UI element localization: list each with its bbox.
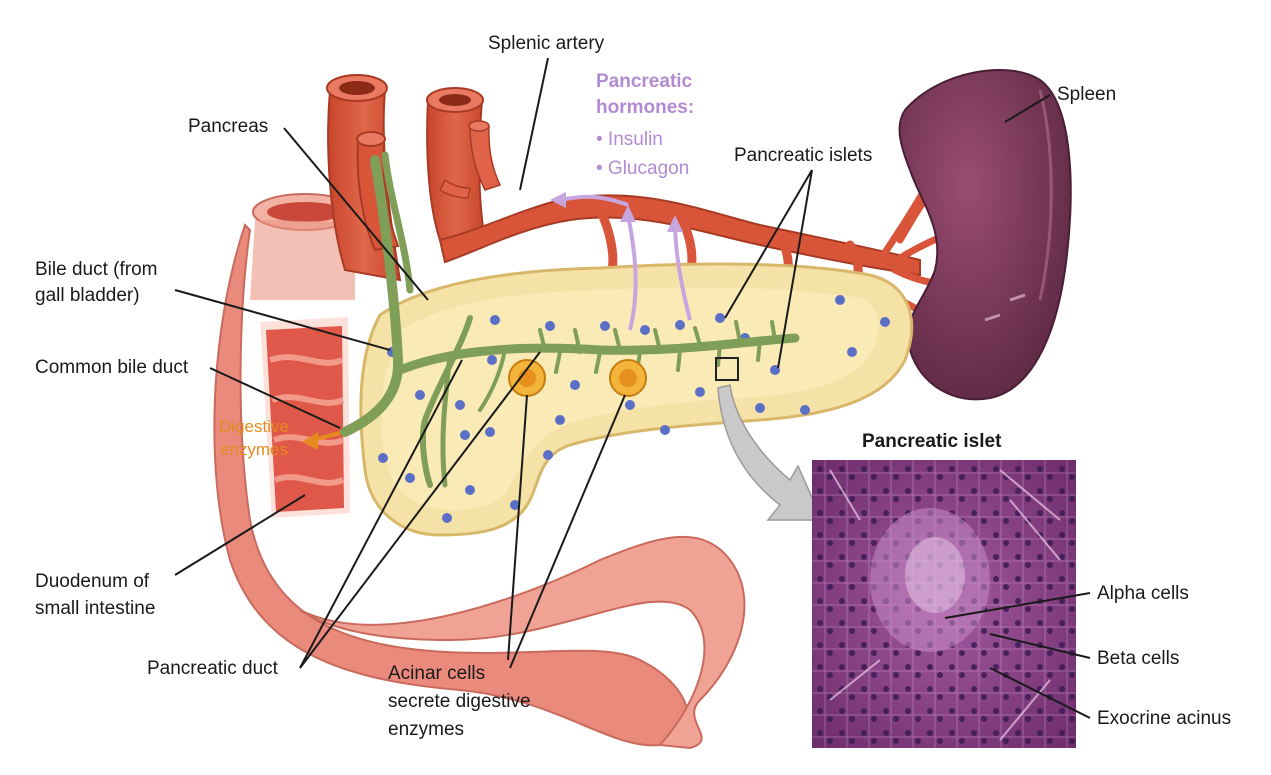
histology-inset (812, 460, 1076, 748)
islet-highlight-box (715, 357, 739, 381)
label-bile-duct-line1: Bile duct (from (35, 259, 158, 280)
label-beta-cells: Beta cells (1097, 648, 1180, 669)
hormones-heading-line1: Pancreatic (596, 71, 693, 92)
digestive-enzyme-arrow (302, 431, 341, 450)
duodenum (213, 193, 746, 750)
hormone-flow-arrows (550, 192, 692, 331)
label-digestive-enzymes-line2: enzymes (219, 440, 289, 459)
hormone-insulin: • Insulin (596, 129, 663, 150)
spleen (898, 69, 1072, 401)
label-pancreas: Pancreas (188, 116, 269, 137)
inset-title: Pancreatic islet (862, 431, 1002, 452)
hormones-heading-line2: hormones: (596, 97, 695, 118)
label-alpha-cells: Alpha cells (1097, 583, 1189, 604)
pancreatic-islet-dots (378, 295, 890, 523)
label-pancreatic-duct: Pancreatic duct (147, 658, 278, 679)
zoom-arrow (717, 384, 824, 521)
label-common-bile-duct: Common bile duct (35, 357, 189, 378)
label-duodenum-line1: Duodenum of (35, 571, 150, 592)
label-acinar-line3: enzymes (388, 719, 465, 740)
label-acinar-line1: Acinar cells (388, 663, 486, 684)
label-bile-duct-line2: gall bladder) (35, 285, 140, 306)
label-acinar-line2: secrete digestive (388, 691, 531, 712)
hormone-glucagon: • Glucagon (596, 158, 690, 179)
label-duodenum-line2: small intestine (35, 598, 156, 619)
ducts (340, 151, 800, 488)
label-pancreatic-islets: Pancreatic islets (734, 145, 873, 166)
leader-lines (174, 57, 1091, 719)
label-spleen: Spleen (1057, 84, 1117, 105)
label-exocrine-acinus: Exocrine acinus (1097, 708, 1232, 729)
label-splenic-artery: Splenic artery (488, 33, 605, 54)
label-digestive-enzymes-line1: Digestive (219, 417, 289, 436)
